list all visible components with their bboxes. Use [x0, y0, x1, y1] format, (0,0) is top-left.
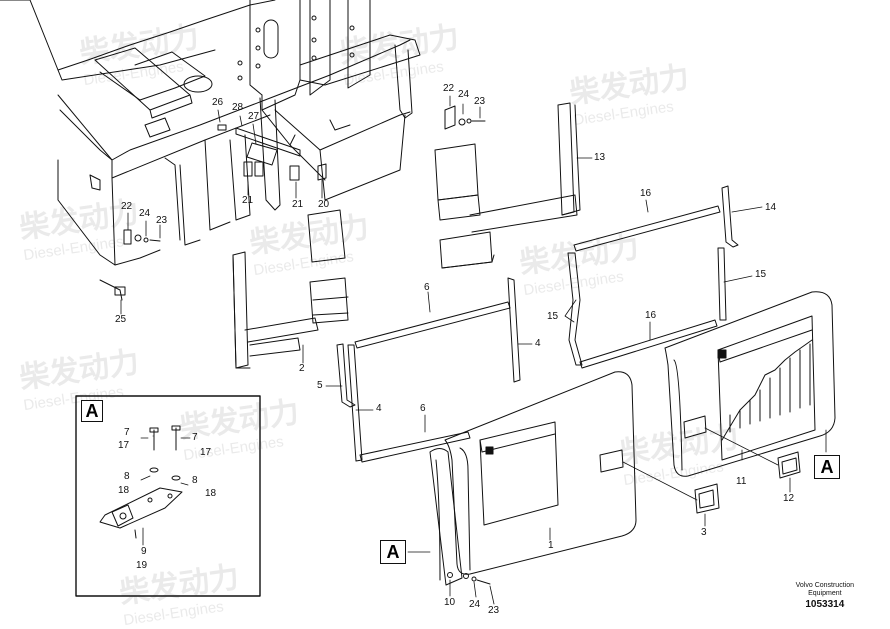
part-label: 8	[192, 475, 198, 486]
drawing-number: 1053314	[805, 599, 845, 610]
part-label: 28	[232, 102, 244, 113]
part-label: 7	[192, 432, 198, 443]
part-10-post	[429, 448, 491, 586]
part-label: 21	[292, 199, 304, 210]
part-label: 18	[205, 488, 217, 499]
part-label: 17	[118, 440, 130, 451]
part-1-door	[444, 371, 720, 575]
part-label: 21	[242, 195, 254, 206]
part-label: 5	[317, 380, 323, 391]
seal-parts	[336, 185, 739, 463]
part-label: 24	[458, 89, 470, 100]
part-2-panel	[232, 209, 349, 369]
machine-frame	[0, 0, 421, 301]
part-label: 11	[736, 476, 747, 487]
detail-view-a	[75, 395, 261, 597]
part-label: 16	[645, 310, 657, 321]
view-a-callout: A	[814, 455, 840, 479]
part-label: 10	[444, 597, 456, 608]
part-label: 23	[488, 605, 500, 616]
part-label: 6	[424, 282, 430, 293]
company-name: Volvo Construction	[795, 582, 854, 589]
part-label: 3	[701, 527, 707, 538]
part-label: 27	[248, 111, 260, 122]
part-label: 13	[594, 152, 606, 163]
part-label: 12	[783, 493, 795, 504]
part-label: 9	[141, 546, 147, 557]
part-label: 23	[474, 96, 486, 107]
part-label: 6	[420, 403, 426, 414]
part-label: 2	[299, 363, 305, 374]
part-label: 25	[115, 314, 127, 325]
bracket-hardware	[123, 105, 486, 245]
view-a-callout: A	[380, 540, 406, 564]
part-label: 15	[547, 311, 559, 322]
company-name-line2: Equipment	[808, 590, 842, 597]
part-label: 23	[156, 215, 168, 226]
part-label: 4	[376, 403, 382, 414]
part-label: 26	[212, 97, 224, 108]
part-label: 4	[535, 338, 541, 349]
part-label: 24	[139, 208, 151, 219]
part-label: 14	[765, 202, 777, 213]
part-label: 1	[548, 540, 554, 551]
part-13-panel	[434, 102, 581, 269]
part-label: 8	[124, 471, 130, 482]
part-11-door	[664, 291, 836, 479]
part-label: 20	[318, 199, 330, 210]
part-label: 7	[124, 427, 130, 438]
part-label: 18	[118, 485, 130, 496]
part-label: 19	[136, 560, 148, 571]
part-label: 15	[755, 269, 767, 280]
detail-view-letter: A	[81, 400, 103, 422]
part-label: 22	[121, 201, 133, 212]
part-label: 16	[640, 188, 652, 199]
part-label: 22	[443, 83, 455, 94]
part-label: 24	[469, 599, 481, 610]
part-label: 17	[200, 447, 212, 458]
leader-lines	[120, 95, 827, 605]
drawing-footer: Volvo Construction Equipment 1053314	[796, 582, 854, 611]
